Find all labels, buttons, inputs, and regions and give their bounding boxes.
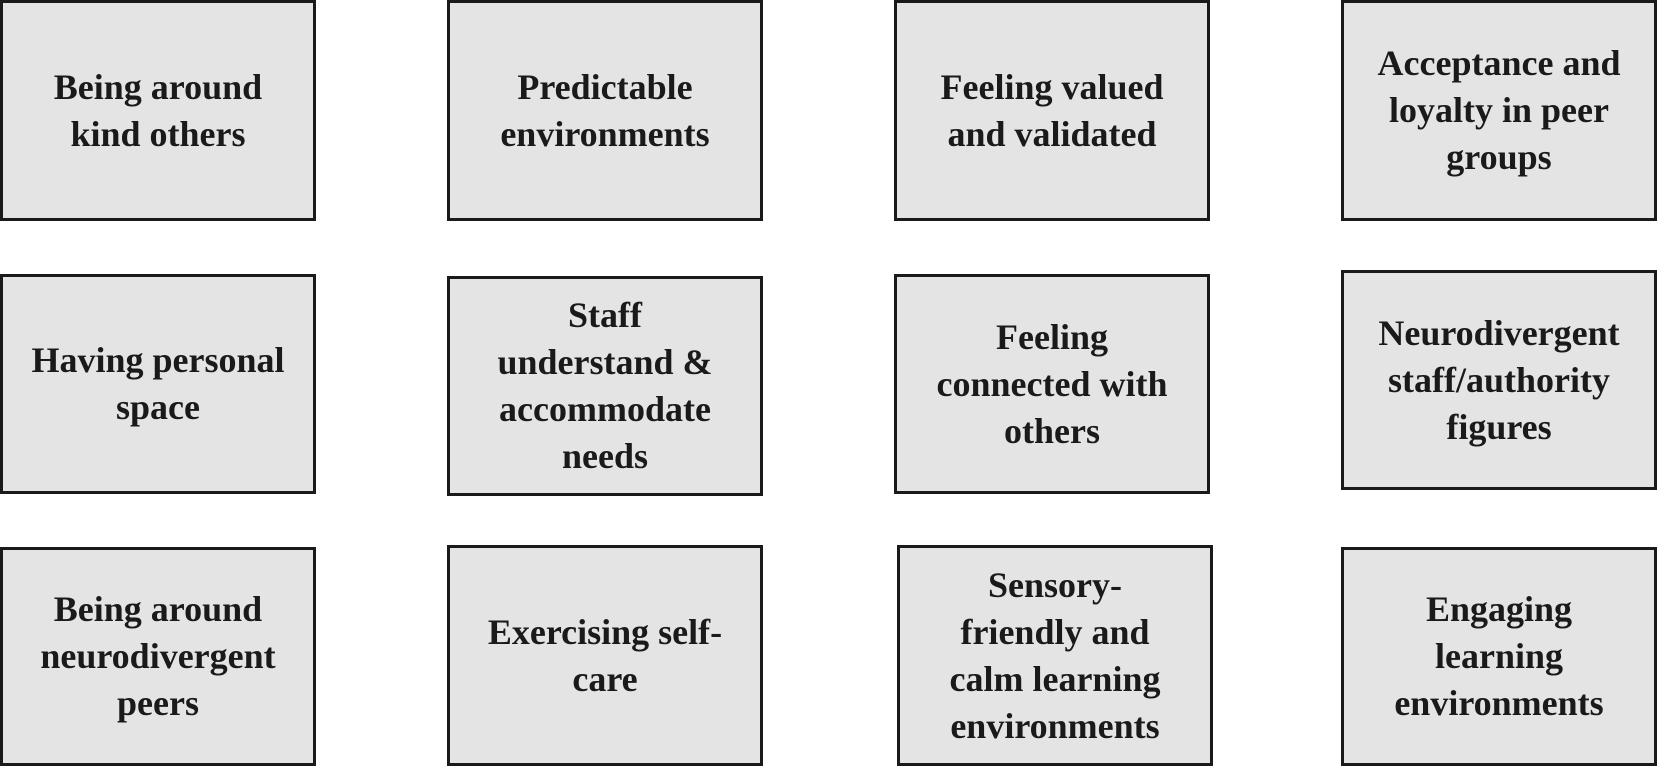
box-exercising-self-care: Exercising self- care <box>447 545 763 766</box>
box-label: Being around neurodivergent peers <box>40 589 276 723</box>
box-label: Staff understand & accommodate needs <box>497 295 713 476</box>
box-label: Predictable environments <box>500 66 710 154</box>
box-being-around-kind-others: Being around kind others <box>0 0 316 221</box>
box-staff-understand-accommodate: Staff understand & accommodate needs <box>447 276 763 496</box>
box-label: Being around kind others <box>53 66 263 154</box>
box-engaging-learning: Engaging learning environments <box>1341 547 1657 766</box>
box-label: Engaging learning environments <box>1394 589 1604 723</box>
box-label: Exercising self- care <box>487 611 723 699</box>
box-label: Sensory- friendly and calm learning envi… <box>949 564 1161 746</box>
box-having-personal-space: Having personal space <box>0 274 316 494</box>
box-sensory-friendly: Sensory- friendly and calm learning envi… <box>897 545 1213 766</box>
box-label: Neurodivergent staff/authority figures <box>1378 312 1620 447</box>
box-acceptance-and-loyalty: Acceptance and loyalty in peer groups <box>1341 0 1657 221</box>
box-label: Acceptance and loyalty in peer groups <box>1377 43 1621 177</box>
box-being-around-neurodivergent-peers: Being around neurodivergent peers <box>0 547 316 766</box>
box-feeling-connected: Feeling connected with others <box>894 274 1210 494</box>
box-predictable-environments: Predictable environments <box>447 0 763 221</box>
box-feeling-valued-and-validated: Feeling valued and validated <box>894 0 1210 221</box>
box-label: Having personal space <box>31 340 285 427</box>
box-neurodivergent-staff: Neurodivergent staff/authority figures <box>1341 270 1657 490</box>
box-label: Feeling connected with others <box>936 316 1168 451</box>
box-label: Feeling valued and validated <box>940 66 1164 154</box>
